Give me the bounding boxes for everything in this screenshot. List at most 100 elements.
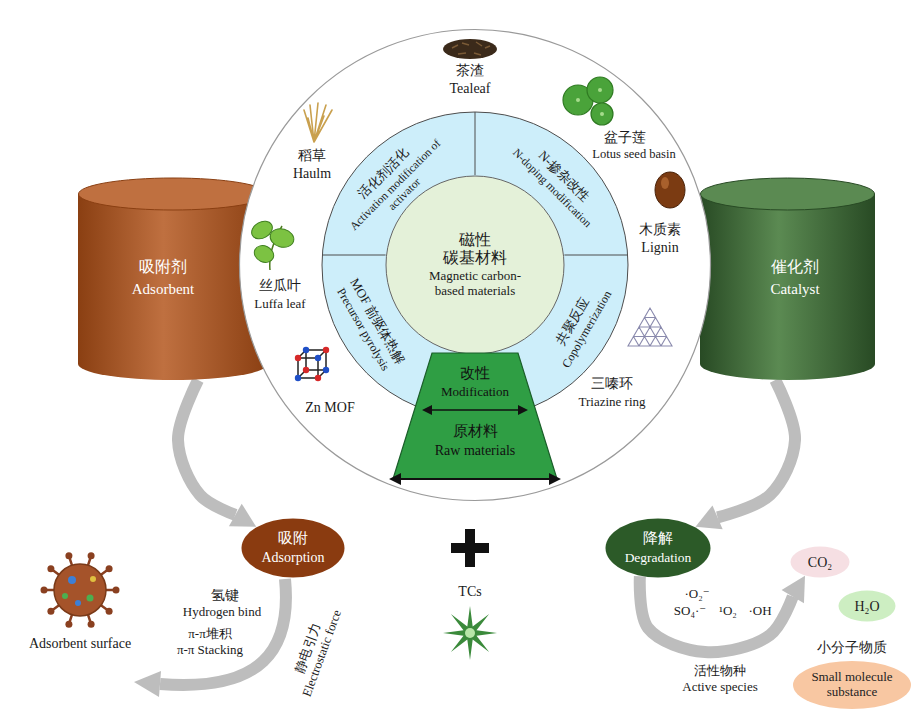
label-slot: Adsorbent surface — [8, 636, 152, 652]
product-ellipse: CO₂ — [790, 546, 850, 578]
layout-part — [47, 565, 54, 572]
text-slot: Triazine ring — [562, 392, 662, 410]
zn-mof-picture — [295, 347, 329, 381]
text-slot: CO₂ — [790, 553, 850, 571]
process-ellipse: 吸附Adsorption — [241, 518, 345, 578]
node-text: Luffa leaf — [254, 297, 305, 312]
text-slot: 改性 — [392, 364, 558, 382]
node-text: CO₂ — [808, 555, 832, 571]
cylinder-top — [701, 178, 875, 210]
product-ellipse: 小分子物质 Small molecule substance — [792, 638, 912, 710]
text-slot: Small molecule substance — [807, 670, 897, 700]
ellipse-outline — [793, 661, 911, 709]
node-text: 三嗪环 — [591, 376, 633, 392]
node-text: 磁性 碳基材料 — [440, 231, 510, 268]
adsorbed-molecule — [75, 600, 81, 606]
node-text: 丝瓜叶 — [259, 278, 301, 294]
outer-circle — [240, 30, 711, 501]
lotus-leaf — [587, 77, 613, 103]
text-slot: Degradation — [605, 548, 711, 566]
ellipse-outline — [839, 591, 896, 622]
layout-part — [113, 587, 120, 594]
arrow-head — [229, 504, 256, 527]
straw-stalks — [304, 103, 332, 142]
label-slot: TCs — [440, 584, 500, 600]
text-slot: Lotus seed basin — [584, 144, 684, 162]
label-text: Hydrogen bind — [176, 605, 268, 620]
rotated-label-group: 静电引力Electrostatic force — [281, 589, 350, 712]
mof-atom — [295, 375, 301, 381]
text-slot: Lignin — [625, 238, 695, 256]
virus-spikes — [44, 556, 116, 624]
node-text: Small molecule substance — [807, 670, 897, 700]
label-slot: SO₄·⁻ — [668, 604, 712, 619]
text-slot: 盆子莲 — [590, 128, 660, 146]
text-slot: Raw materials — [392, 441, 558, 459]
label-slot: ·OH — [744, 604, 776, 619]
adsorption-mechanism-arrow — [134, 579, 286, 697]
mof-atom — [315, 355, 321, 361]
node-text: 吸附 — [278, 530, 308, 547]
node-text: 小分子物质 — [817, 640, 887, 656]
text-slot: Catalyst — [715, 280, 875, 298]
text-slot: 催化剂 — [715, 258, 875, 276]
flow-arrow — [640, 576, 805, 652]
text-slot: 茶渣 — [435, 61, 505, 79]
luffa-leaf — [252, 243, 277, 266]
label-text: Active species — [670, 680, 770, 695]
label-slot: ·O₂⁻ — [672, 587, 722, 602]
ellipse-outline — [606, 519, 711, 578]
seed-highlight — [661, 177, 669, 189]
label-text: Adsorbent surface — [8, 636, 152, 652]
text-slot: Tealeaf — [435, 79, 505, 97]
label-text: ·O₂⁻ — [672, 587, 722, 602]
text-slot: Luffa leaf — [240, 294, 320, 312]
label-text: π-π Stacking — [168, 643, 252, 658]
label-slot: 活性物种 — [680, 664, 760, 679]
text-slot: 稻草 — [282, 146, 342, 164]
lignin-seed — [655, 172, 685, 208]
double-arrow-heads — [422, 405, 528, 415]
node-text: Degradation — [625, 550, 692, 566]
lotus-leaf — [591, 103, 613, 125]
label-text: SO₄·⁻ — [668, 604, 712, 619]
node-text: 降解 — [643, 530, 673, 547]
layout-part — [65, 621, 72, 628]
modification-trapezoid: 改性Modification原材料Raw materials — [392, 352, 558, 480]
node-text: Triazine ring — [578, 395, 645, 410]
label-slot: 氢键 — [195, 588, 255, 604]
tea-heap — [443, 39, 497, 59]
node-text: 吸附剂 — [139, 258, 187, 276]
text-slot: Modification — [392, 382, 558, 400]
layout-part — [47, 608, 54, 615]
cylinder-top — [79, 178, 268, 210]
ellipse-outline — [242, 519, 345, 578]
circle-outline — [386, 176, 564, 354]
label-slot: Hydrogen bind — [176, 605, 268, 620]
text-slot: Adsorbent — [78, 280, 248, 298]
mof-atom — [295, 355, 301, 361]
text-slot: 吸附 — [241, 529, 345, 547]
node-shape — [241, 518, 345, 578]
node-text: Adsorbent — [132, 281, 195, 298]
tea-flecks — [452, 42, 490, 55]
flow-arrow — [695, 380, 795, 529]
luffa-leaf — [268, 226, 296, 250]
method-ring — [322, 112, 628, 418]
label-slot: π-π堆积 — [170, 627, 250, 642]
text-slot: H₂O — [838, 597, 896, 615]
label-text: TCs — [440, 584, 500, 600]
node-text: 木质素 — [639, 222, 681, 238]
lotus-leaf-center — [598, 88, 602, 92]
luffa-leaf-picture — [248, 218, 295, 270]
lotus-leaf-center — [576, 98, 580, 102]
label-slot: π-π Stacking — [168, 643, 252, 658]
triazine-mesh — [628, 308, 672, 346]
node-text: 盆子莲 — [604, 130, 646, 146]
lotus-picture — [563, 77, 613, 125]
label-text: ¹O₂ — [712, 604, 744, 619]
process-ellipse: 降解 Degradation — [605, 518, 711, 578]
tealeaf-picture — [443, 39, 497, 59]
